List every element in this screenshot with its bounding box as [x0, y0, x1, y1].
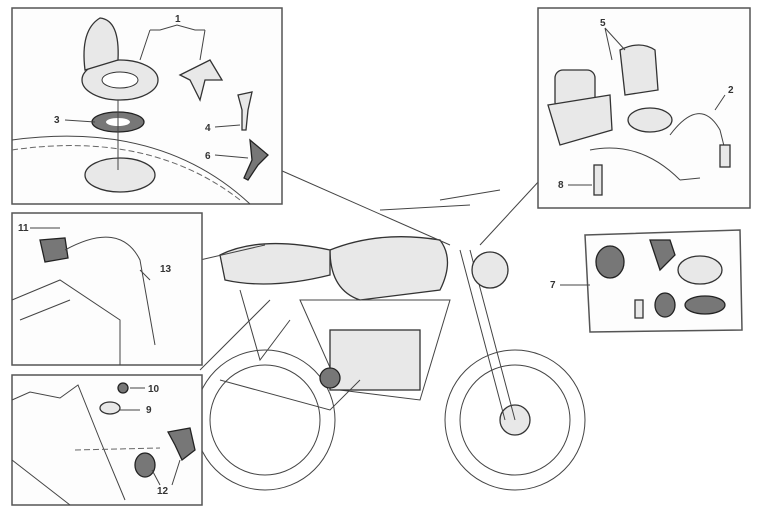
leader-line [199, 244, 266, 261]
callout-8: 8 [558, 180, 564, 191]
callout-6: 6 [205, 151, 211, 162]
lock-cylinder-panel: 10 9 12 [11, 374, 203, 506]
leader-line [279, 169, 451, 246]
callout-4: 4 [205, 123, 211, 134]
ignition-switch-panel: 5 2 8 [537, 7, 751, 209]
callout-12: 12 [157, 486, 169, 497]
leader-line [479, 179, 541, 246]
fuel-cap-panel: 1 3 4 6 [11, 7, 283, 205]
seat-lock-panel: 11 13 [11, 212, 203, 366]
callout-9: 9 [146, 405, 152, 416]
callout-13: 13 [160, 264, 172, 275]
callout-10: 10 [148, 384, 160, 395]
callout-3: 3 [54, 115, 60, 126]
motorcycle-illustration [194, 189, 586, 491]
callout-2: 2 [728, 85, 734, 96]
callout-7: 7 [550, 280, 556, 291]
callout-5: 5 [600, 18, 606, 29]
kit-panel: 7 [550, 229, 743, 333]
leader-line [199, 299, 271, 371]
callout-1: 1 [175, 14, 181, 25]
callout-11: 11 [18, 223, 29, 234]
